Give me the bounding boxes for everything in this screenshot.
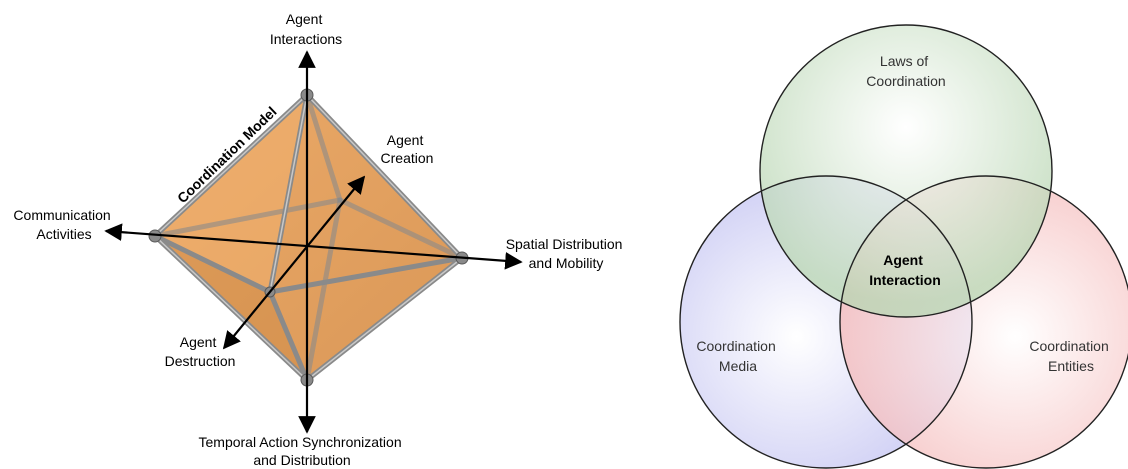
- venn-label-laws-of-coordination: Laws of Coordination: [866, 53, 945, 89]
- venn-circle-laws-of-coordination: [760, 25, 1052, 317]
- axis-label-agent-creation: Agent Creation: [381, 132, 434, 166]
- axis-label-communication-activities: Communication Activities: [13, 207, 114, 242]
- octahedron-axes: [104, 50, 523, 434]
- axis-label-temporal-action: Temporal Action Synchronization and Dist…: [199, 434, 406, 468]
- venn-label-coordination-entities: Coordination Entities: [1029, 338, 1112, 374]
- venn-label-agent-interaction: Agent Interaction: [869, 252, 941, 288]
- axis-label-agent-interactions: Agent Interactions: [270, 11, 342, 47]
- axis-depth: [222, 175, 366, 350]
- octahedron-diagram: Coordination Model Agent Interactions Ag…: [13, 11, 627, 468]
- venn-diagram: Laws of Coordination Coordination Media …: [679, 24, 1128, 469]
- axis-label-spatial-distribution: Spatial Distribution and Mobility: [506, 236, 627, 271]
- venn-label-coordination-media: Coordination Media: [696, 338, 779, 374]
- axis-label-agent-destruction: Agent Destruction: [165, 334, 236, 369]
